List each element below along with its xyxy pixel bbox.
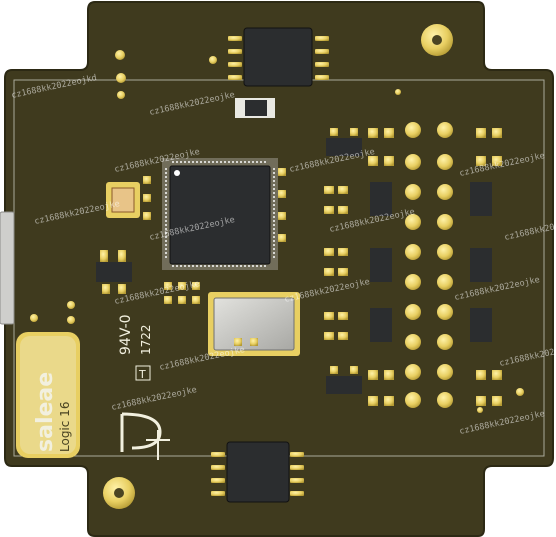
test-label-box [135,365,151,381]
sot-regulator-left [96,250,132,294]
test-label-text: T [138,368,146,381]
header-pin-grid [405,122,453,408]
soic-chip-top [228,27,329,87]
sot-transistors [326,128,362,394]
qfp-microcontroller [162,158,278,270]
date-code-text: 1722 [139,324,153,355]
product-text: Logic 16 [58,402,72,452]
usb-connector [0,211,15,325]
vias [30,50,524,413]
crystal-oscillator [208,292,300,356]
saleae-logo: saleae Logic 16 [16,332,80,458]
smd-pad-pairs [368,128,502,406]
sot-top [235,98,275,118]
passive-components [143,168,286,346]
ul-mark-text: 94V-0 [118,314,134,355]
silk-logo-mark [120,412,170,460]
resistor-arrays [324,182,492,342]
soic-chip-bottom [211,441,304,503]
brand-text: saleae [33,372,58,452]
